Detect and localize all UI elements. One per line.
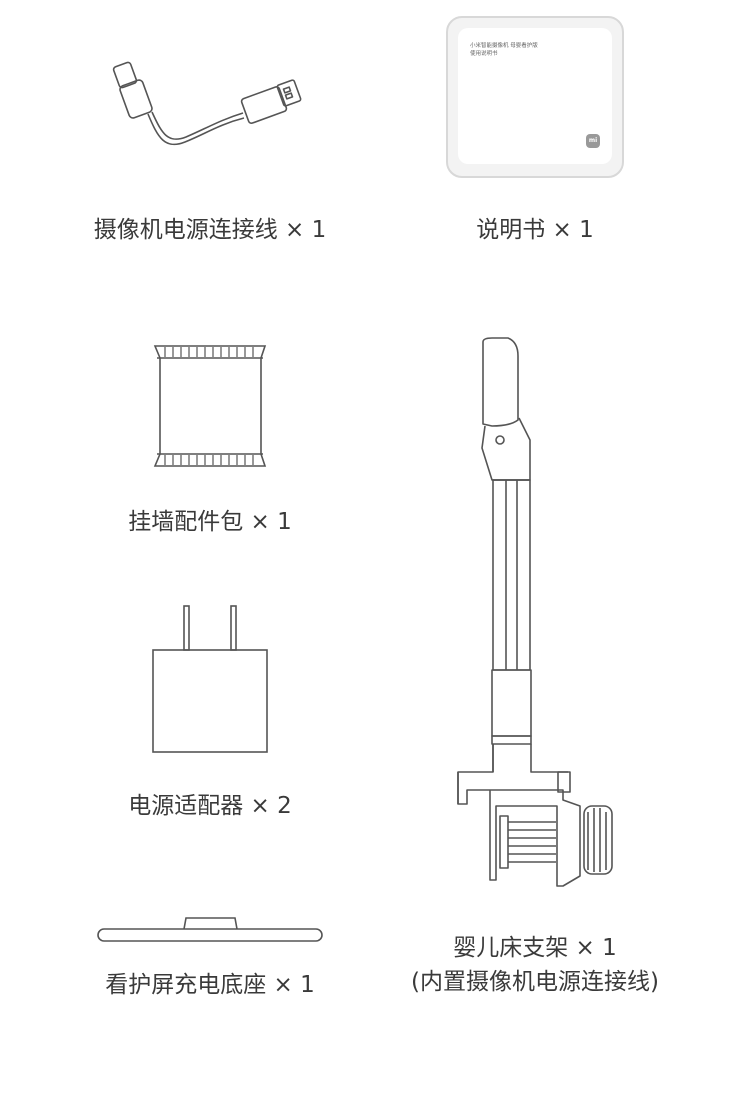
crib-stand-sublabel: (内置摄像机电源连接线) [411, 969, 659, 995]
charging-base-label: 看护屏充电底座 × 1 [105, 972, 315, 998]
manual-booklet: 小米智能摄像机 母婴看护版 使用说明书 mi [446, 16, 624, 178]
manual-title: 小米智能摄像机 母婴看护版 [470, 43, 538, 49]
crib-stand-label: 婴儿床支架 × 1 [453, 935, 617, 961]
camera-power-cable-label: 摄像机电源连接线 × 1 [93, 217, 327, 243]
mi-logo-icon: mi [586, 134, 600, 148]
manual-subtitle: 使用说明书 [470, 51, 498, 57]
power-adapter-label: 电源适配器 × 2 [128, 793, 292, 819]
wall-mount-kit-label: 挂墙配件包 × 1 [128, 509, 292, 535]
manual-label: 说明书 × 1 [476, 217, 594, 243]
